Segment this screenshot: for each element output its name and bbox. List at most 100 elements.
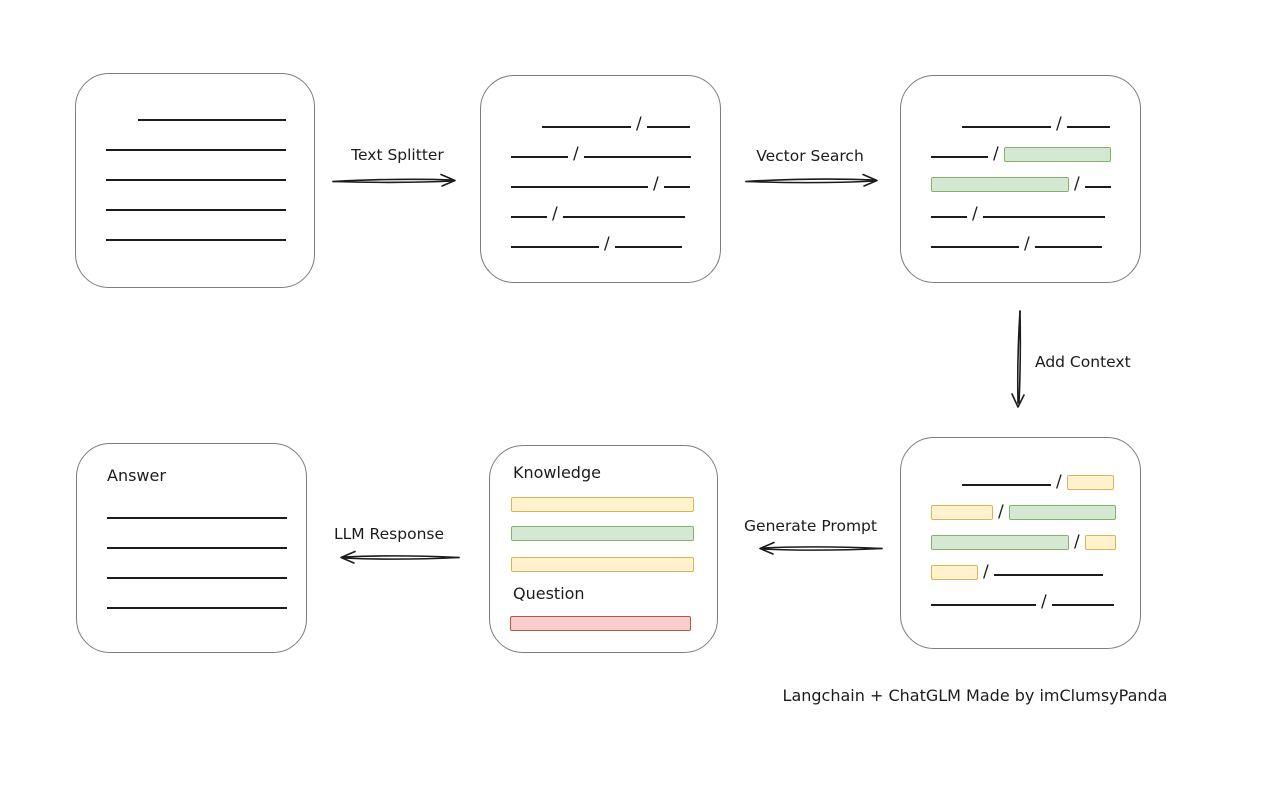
text-line bbox=[106, 179, 286, 181]
text-line bbox=[962, 484, 1051, 486]
text-line bbox=[138, 119, 286, 121]
slash-separator: / bbox=[653, 174, 659, 194]
matched-chunks-box: ///// bbox=[900, 75, 1141, 283]
slash-separator: / bbox=[1074, 532, 1080, 552]
chunk-row bbox=[106, 218, 314, 248]
text-line bbox=[106, 239, 286, 241]
document-box bbox=[75, 73, 315, 288]
chunk-row bbox=[106, 128, 314, 158]
chunk-row bbox=[106, 98, 314, 128]
text-line bbox=[931, 216, 967, 218]
question-chunk-red bbox=[510, 616, 691, 631]
slash-separator: / bbox=[1056, 114, 1062, 134]
document-lines bbox=[76, 74, 314, 248]
text-line bbox=[1066, 126, 1110, 128]
text-line bbox=[511, 246, 599, 248]
yellow-chunk bbox=[1084, 535, 1116, 550]
chunk-row: / bbox=[511, 135, 720, 165]
text-line bbox=[1034, 246, 1102, 248]
context-chunks-lines: / / / / / bbox=[901, 438, 1140, 613]
matched-chunks-lines: ///// bbox=[901, 76, 1140, 255]
text-line bbox=[542, 126, 631, 128]
chunk-row: / bbox=[931, 105, 1140, 135]
chunk-row bbox=[107, 526, 306, 556]
slash-separator: / bbox=[983, 562, 989, 582]
chunk-row bbox=[107, 496, 306, 526]
slash-separator: / bbox=[1041, 592, 1047, 612]
add-context-arrow bbox=[1011, 310, 1025, 408]
chunk-row: / bbox=[931, 225, 1140, 255]
text-line bbox=[562, 216, 685, 218]
generate-prompt-arrow bbox=[759, 541, 883, 555]
slash-separator: / bbox=[636, 114, 642, 134]
green-chunk bbox=[931, 535, 1069, 550]
question-label: Question bbox=[513, 584, 585, 603]
slash-separator: / bbox=[998, 502, 1004, 522]
yellow-chunk bbox=[931, 565, 978, 580]
green-chunk bbox=[1003, 147, 1111, 162]
vector-search-arrow bbox=[745, 173, 878, 187]
chunk-row: / bbox=[931, 135, 1140, 165]
llm-response-label: LLM Response bbox=[333, 525, 444, 543]
text-splitter-label: Text Splitter bbox=[351, 146, 444, 164]
slash-separator: / bbox=[972, 204, 978, 224]
slash-separator: / bbox=[1024, 234, 1030, 254]
text-line bbox=[107, 577, 287, 579]
split-chunks-lines: / / / / / bbox=[481, 76, 720, 255]
yellow-chunk bbox=[1066, 475, 1114, 490]
chunk-row: / bbox=[931, 583, 1140, 613]
text-line bbox=[962, 126, 1051, 128]
text-line bbox=[583, 156, 691, 158]
text-line bbox=[646, 126, 690, 128]
knowledge-chunk-green bbox=[511, 526, 694, 541]
text-line bbox=[511, 186, 648, 188]
text-line bbox=[931, 246, 1019, 248]
answer-label: Answer bbox=[107, 466, 166, 485]
chunk-row: / bbox=[511, 105, 720, 135]
knowledge-chunk-yellow-1 bbox=[511, 497, 694, 512]
indent-space bbox=[511, 134, 542, 135]
slash-separator: / bbox=[573, 144, 579, 164]
text-line bbox=[931, 156, 988, 158]
green-chunk bbox=[1008, 505, 1116, 520]
slash-separator: / bbox=[993, 144, 999, 164]
chunk-row bbox=[107, 586, 306, 616]
context-chunks-box: / / / / / bbox=[900, 437, 1141, 649]
chunk-row bbox=[106, 188, 314, 218]
text-line bbox=[511, 216, 547, 218]
llm-response-arrow bbox=[340, 550, 460, 564]
text-line bbox=[1084, 186, 1111, 188]
chunk-row: / bbox=[931, 523, 1140, 553]
text-line bbox=[106, 209, 286, 211]
text-line bbox=[982, 216, 1105, 218]
text-line bbox=[511, 156, 568, 158]
indent-space bbox=[931, 492, 962, 493]
text-line bbox=[663, 186, 690, 188]
yellow-chunk bbox=[931, 505, 993, 520]
attribution-text: Langchain + ChatGLM Made by imClumsyPand… bbox=[782, 686, 1168, 705]
slash-separator: / bbox=[1056, 472, 1062, 492]
indent-space bbox=[931, 134, 962, 135]
text-line bbox=[106, 149, 286, 151]
chunk-row: / bbox=[931, 165, 1140, 195]
text-line bbox=[107, 517, 287, 519]
chunk-row: / bbox=[511, 165, 720, 195]
text-line bbox=[993, 574, 1103, 576]
indent-space bbox=[106, 127, 138, 128]
answer-box: Answer bbox=[76, 443, 307, 653]
chunk-row: / bbox=[931, 195, 1140, 225]
text-line bbox=[614, 246, 682, 248]
prompt-box: Knowledge Question bbox=[489, 445, 718, 653]
add-context-label: Add Context bbox=[1035, 353, 1131, 371]
generate-prompt-label: Generate Prompt bbox=[744, 517, 877, 535]
slash-separator: / bbox=[552, 204, 558, 224]
vector-search-label: Vector Search bbox=[756, 147, 864, 165]
chunk-row: / bbox=[511, 225, 720, 255]
split-chunks-box: / / / / / bbox=[480, 75, 721, 283]
slash-separator: / bbox=[604, 234, 610, 254]
text-line bbox=[1051, 604, 1114, 606]
chunk-row bbox=[107, 556, 306, 586]
chunk-row: / bbox=[931, 493, 1140, 523]
answer-lines bbox=[77, 444, 306, 616]
